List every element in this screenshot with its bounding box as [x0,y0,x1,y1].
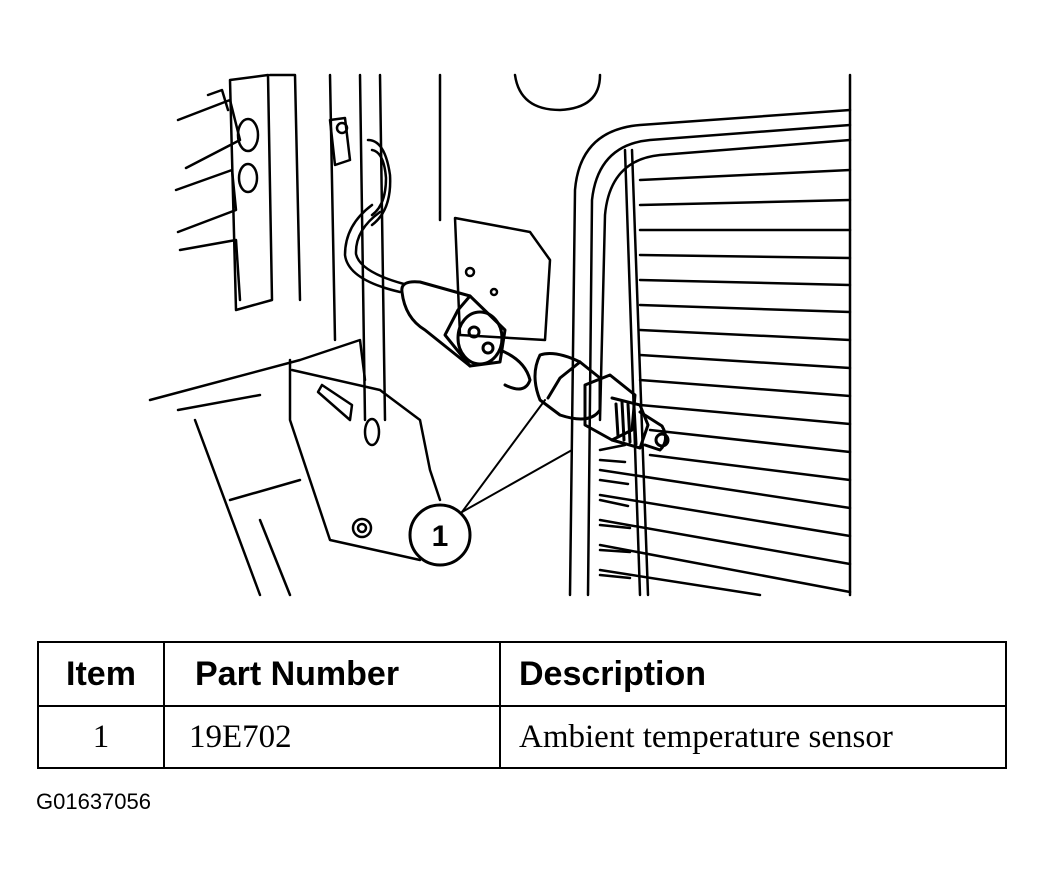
figure-id: G01637056 [36,789,151,814]
cell-part-number: 19E702 [163,705,501,769]
callout-leader-lines [461,399,573,513]
body-bracket [148,73,442,597]
cell-description: Ambient temperature sensor [499,705,1007,769]
table-row: 1 19E702 Ambient temperature sensor [37,705,1007,769]
electrical-connector [400,280,532,391]
illustration-drawing: 1 [148,73,852,597]
header-part-number: Part Number [163,641,501,707]
cell-item: 1 [37,705,165,769]
ambient-temperature-sensor [533,352,670,452]
callout-circle [408,503,472,567]
condenser [568,73,852,597]
parts-table: Item Part Number Description 1 19E702 Am… [37,641,1007,769]
wiring-harness [343,203,406,294]
header-item: Item [37,641,165,707]
mounting-plate [453,216,552,342]
table-header-row: Item Part Number Description [37,641,1007,707]
callout-number: 1 [432,520,449,553]
frame-rails [328,73,602,422]
sensor-illustration: 1 [148,73,852,597]
header-description: Description [499,641,1007,707]
